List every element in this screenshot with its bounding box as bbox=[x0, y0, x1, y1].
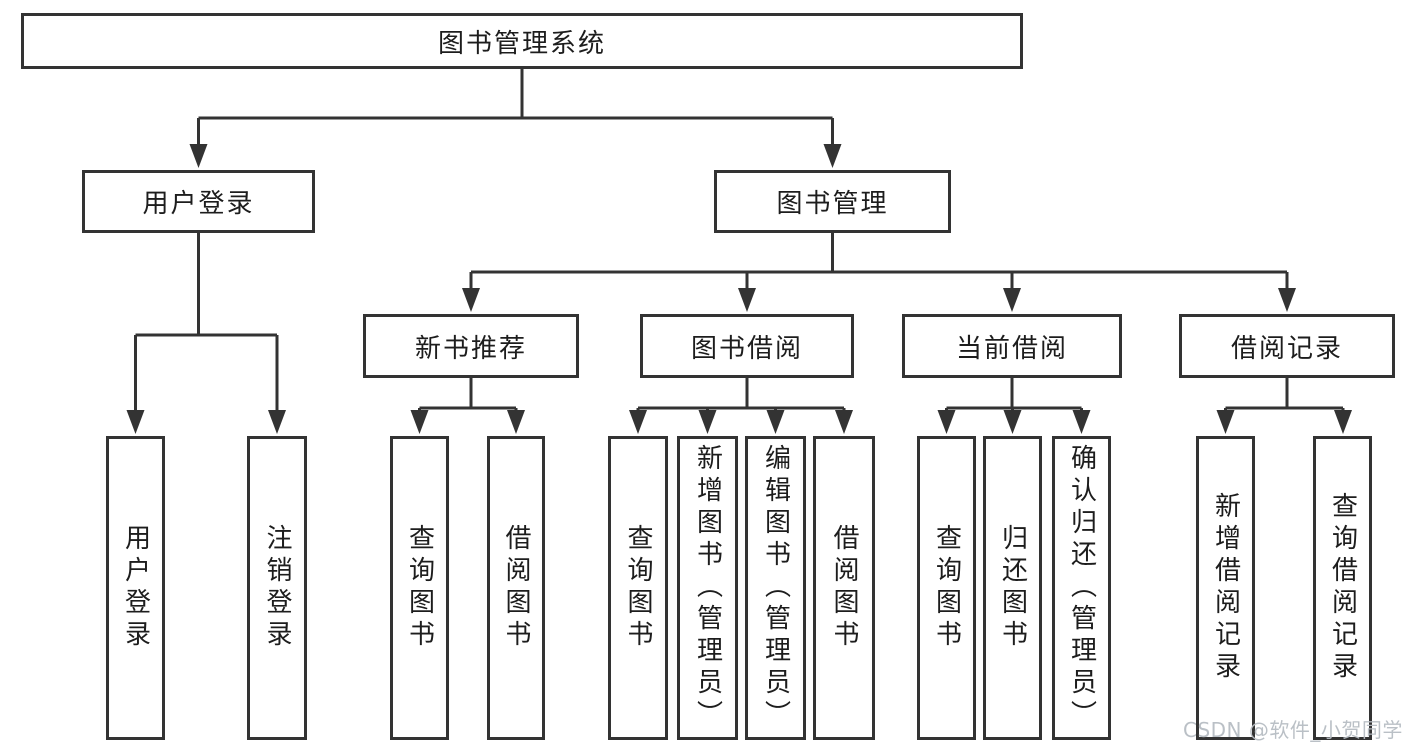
leaf-newbook-query-book: 查询图书 bbox=[390, 436, 449, 740]
node-book-borrowing: 图书借阅 bbox=[640, 314, 854, 378]
leaf-user-login: 用户登录 bbox=[106, 436, 165, 740]
connector-book-borrowing-children bbox=[629, 378, 853, 434]
leaf-borrowing-add-book-admin: 新增图书（管理员） bbox=[677, 436, 738, 740]
leaf-current-return-book: 归还图书 bbox=[983, 436, 1042, 740]
leaf-current-confirm-return-admin: 确认归还（管理员） bbox=[1052, 436, 1111, 740]
leaf-records-add-record: 新增借阅记录 bbox=[1196, 436, 1255, 740]
connector-user-login-children bbox=[126, 233, 286, 434]
leaf-logout: 注销登录 bbox=[247, 436, 307, 740]
csdn-watermark: CSDN @软件_小贺同学 bbox=[1183, 718, 1403, 742]
node-new-book-recommend: 新书推荐 bbox=[363, 314, 579, 378]
leaf-borrowing-query-book: 查询图书 bbox=[608, 436, 668, 740]
leaf-current-query-book: 查询图书 bbox=[917, 436, 976, 740]
connector-borrowing-records-children bbox=[1216, 378, 1352, 434]
node-current-borrowing: 当前借阅 bbox=[902, 314, 1122, 378]
connector-book-management-children bbox=[462, 233, 1296, 312]
connector-current-borrowing-children bbox=[937, 378, 1091, 434]
node-user-login: 用户登录 bbox=[82, 170, 315, 233]
node-library-management-system: 图书管理系统 bbox=[21, 13, 1023, 69]
leaf-newbook-borrow-book: 借阅图书 bbox=[487, 436, 545, 740]
connector-new-book-recommend-children bbox=[410, 378, 525, 434]
node-book-management: 图书管理 bbox=[714, 170, 951, 233]
leaf-borrowing-borrow-book: 借阅图书 bbox=[813, 436, 875, 740]
node-borrowing-records: 借阅记录 bbox=[1179, 314, 1395, 378]
leaf-records-query-record: 查询借阅记录 bbox=[1313, 436, 1372, 740]
leaf-borrowing-edit-book-admin: 编辑图书（管理员） bbox=[745, 436, 806, 740]
connector-root-to-level2 bbox=[189, 69, 842, 168]
